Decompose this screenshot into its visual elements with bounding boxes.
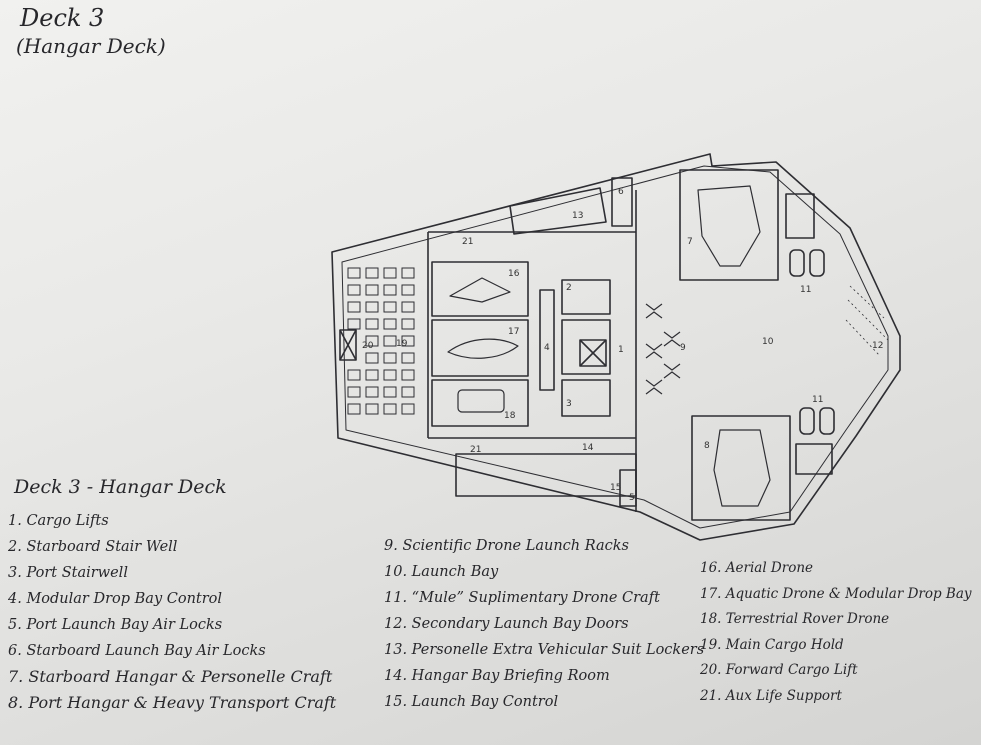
plan-label-11b: 11 [812, 395, 823, 405]
hull-outline [331, 153, 901, 541]
cargo-crate [401, 352, 415, 364]
cargo-crate [401, 403, 415, 415]
plan-label-2: 2 [566, 283, 572, 293]
cargo-crate [347, 386, 361, 398]
legend-item: 4. Modular Drop Bay Control [8, 591, 223, 607]
cargo-crate [365, 352, 379, 364]
plan-label-13: 13 [572, 211, 583, 221]
plan-label-19: 19 [396, 339, 408, 349]
cargo-crate [365, 267, 379, 279]
plan-label-15: 15 [610, 483, 621, 493]
cargo-crate [383, 267, 397, 279]
drone-launch-racks [645, 303, 681, 395]
legend-column-2: 9. Scientific Drone Launch Racks 10. Lau… [384, 533, 704, 715]
plan-label-21a: 21 [462, 237, 473, 247]
legend-item: 20. Forward Cargo Lift [700, 662, 858, 678]
cargo-crate [383, 369, 397, 381]
plan-label-11a: 11 [800, 285, 811, 295]
plan-label-9: 9 [680, 343, 686, 353]
cargo-crate [347, 318, 361, 330]
cargo-crate [347, 267, 361, 279]
legend-item: 11. “Mule” Suplimentary Drone Craft [384, 590, 660, 606]
plan-label-20: 20 [362, 341, 374, 351]
plan-label-12: 12 [872, 341, 883, 351]
cargo-crate [347, 284, 361, 296]
cargo-crate [365, 318, 379, 330]
cargo-crate [401, 335, 415, 347]
cargo-crate [365, 386, 379, 398]
legend-column-1: 1. Cargo Lifts 2. Starboard Stair Well 3… [8, 508, 336, 716]
plan-label-1: 1 [618, 345, 624, 355]
plan-label-18: 18 [504, 411, 516, 421]
cargo-crate [347, 403, 361, 415]
plan-label-7: 7 [687, 237, 693, 247]
plan-label-10: 10 [762, 337, 774, 347]
cargo-crate [401, 369, 415, 381]
cargo-crate [401, 318, 415, 330]
legend-item: 7. Starboard Hangar & Personelle Craft [8, 667, 333, 686]
starboard-hangar [679, 169, 779, 281]
legend-item: 16. Aerial Drone [700, 560, 814, 576]
legend-item: 5. Port Launch Bay Air Locks [8, 617, 223, 633]
port-hangar [691, 415, 791, 521]
page-title: Deck 3 [20, 4, 105, 32]
plan-label-4: 4 [544, 343, 550, 353]
legend-item: 15. Launch Bay Control [384, 694, 559, 710]
legend-item: 21. Aux Life Support [700, 687, 842, 704]
cargo-crate [365, 301, 379, 313]
cargo-crate [347, 369, 361, 381]
legend-item: 1. Cargo Lifts [8, 513, 109, 529]
legend-item: 13. Personelle Extra Vehicular Suit Lock… [384, 642, 705, 658]
cargo-crate [383, 301, 397, 313]
plan-label-14: 14 [582, 443, 594, 453]
cargo-crate [365, 335, 379, 347]
legend-item: 2. Starboard Stair Well [8, 539, 178, 555]
plan-label-16: 16 [508, 269, 520, 279]
legend-item: 8. Port Hangar & Heavy Transport Craft [8, 693, 337, 712]
cargo-crate [365, 403, 379, 415]
aquatic-drone-bay [431, 319, 529, 377]
rover-drone-bay [431, 379, 529, 427]
legend-column-3: 16. Aerial Drone 17. Aquatic Drone & Mod… [700, 556, 972, 709]
legend-item: 6. Starboard Launch Bay Air Locks [8, 643, 266, 659]
cargo-crate [401, 267, 415, 279]
legend-item: 3. Port Stairwell [8, 565, 128, 581]
cargo-crate [383, 318, 397, 330]
cargo-crate [383, 284, 397, 296]
legend-item: 12. Secondary Launch Bay Doors [384, 616, 629, 632]
cargo-crate [383, 386, 397, 398]
cargo-crate [365, 369, 379, 381]
cargo-crate [383, 352, 397, 364]
cargo-crate [401, 284, 415, 296]
cargo-crate [383, 403, 397, 415]
plan-label-5: 5 [629, 493, 635, 503]
page-subtitle: (Hangar Deck) [16, 34, 166, 58]
legend-heading: Deck 3 - Hangar Deck [14, 476, 227, 498]
plan-label-6: 6 [618, 187, 624, 197]
forward-cargo-lift [339, 329, 357, 361]
legend-item: 17. Aquatic Drone & Modular Drop Bay [700, 585, 972, 602]
legend-item: 14. Hangar Bay Briefing Room [384, 668, 610, 684]
cargo-crate [347, 301, 361, 313]
legend-item: 9. Scientific Drone Launch Racks [384, 538, 629, 554]
cargo-crates [347, 267, 415, 415]
aerial-drone-bay [431, 261, 529, 317]
cargo-crate [383, 335, 397, 347]
cargo-crate [401, 301, 415, 313]
plan-label-3: 3 [566, 399, 572, 409]
legend-item: 18. Terrestrial Rover Drone [700, 611, 890, 627]
hull-inner-outline [341, 165, 889, 529]
legend-item: 19. Main Cargo Hold [700, 636, 844, 653]
cargo-crate [365, 284, 379, 296]
plan-label-17: 17 [508, 327, 519, 337]
legend-item: 10. Launch Bay [384, 564, 499, 580]
plan-label-21b: 21 [470, 445, 481, 455]
cargo-crate [401, 386, 415, 398]
plan-label-8: 8 [704, 441, 710, 451]
